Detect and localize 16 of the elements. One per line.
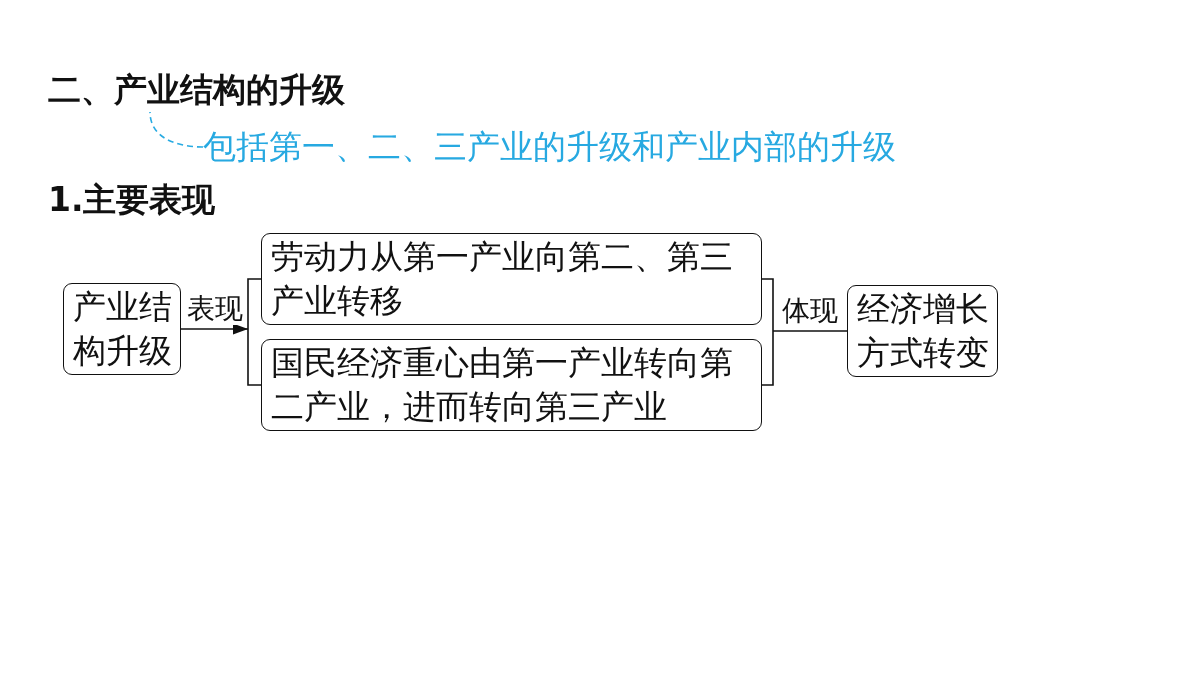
section-heading: 二、产业结构的升级 bbox=[48, 68, 345, 112]
annotation-text: 包括第一、二、三产业的升级和产业内部的升级 bbox=[203, 127, 896, 167]
edge-label: 体现 bbox=[781, 295, 839, 327]
bracket-line bbox=[761, 278, 774, 332]
edge-label: 表现 bbox=[185, 293, 244, 325]
connector-line bbox=[772, 330, 848, 332]
rounded-box: 产业结构升级 bbox=[63, 283, 181, 375]
bracket-line bbox=[247, 328, 262, 386]
leader-line bbox=[149, 111, 204, 148]
subheading: 1.主要表现 bbox=[48, 179, 216, 221]
rounded-box: 经济增长方式转变 bbox=[847, 285, 998, 377]
bracket-line bbox=[761, 330, 774, 386]
rounded-box: 国民经济重心由第一产业转向第二产业，进而转向第三产业 bbox=[261, 339, 762, 431]
rounded-box: 劳动力从第一产业向第二、第三产业转移 bbox=[261, 233, 762, 325]
arrow bbox=[180, 323, 249, 335]
bracket-line bbox=[247, 278, 262, 330]
